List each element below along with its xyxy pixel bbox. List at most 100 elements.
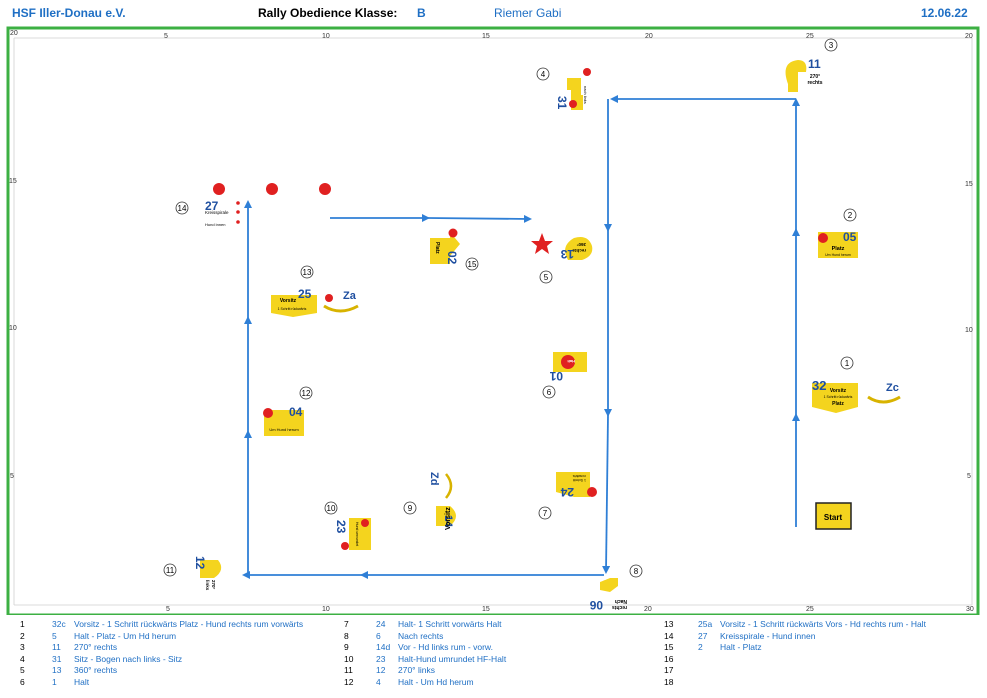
legend-code: 4 <box>376 676 381 687</box>
tick-top-3: 15 <box>482 33 490 40</box>
station-12-text: Um Hund herum <box>269 427 299 432</box>
step-2-label: 2 <box>848 211 853 220</box>
station-sign-27[interactable]: 27 Kreisspirale Hund innen <box>205 199 240 227</box>
legend-code: 2 <box>698 642 703 652</box>
legend-step: 10 <box>344 653 354 664</box>
tick-bottom-4: 25 <box>806 606 814 613</box>
station-4-text: nach links <box>583 86 588 104</box>
legend-description: Halt-Hund umrundet HF-Halt <box>398 653 507 664</box>
station-7-text: 1 Schritt <box>573 478 586 482</box>
legend-description: Kreisspirale - Hund innen <box>720 630 816 641</box>
station-1-sub: Zc <box>886 382 899 394</box>
station-sign-23[interactable]: 23 Hund umrundet <box>334 518 371 550</box>
legend-description: Halt - Platz <box>720 642 762 652</box>
legend-description: Vor - Hd links rum - vorw. <box>398 642 493 652</box>
station-sign-14[interactable]: 14 Vorsitz Zd <box>428 472 456 530</box>
station-sign-01[interactable]: Halt 01 <box>549 352 587 383</box>
cone <box>213 183 225 195</box>
legend-code: 24 <box>376 619 386 629</box>
station-sign-13[interactable]: 13 360° rechts <box>531 233 593 261</box>
station-sign-05[interactable]: 05 Platz Um Hund herum <box>818 230 858 258</box>
station-1-text-3: Platz <box>832 401 844 407</box>
step-6-label: 6 <box>547 388 552 397</box>
tick-right-1: 15 <box>965 181 973 188</box>
station-14-text-2: Hund innen <box>205 222 225 227</box>
step-marker-7: 7 <box>538 506 552 520</box>
legend-step: 18 <box>664 676 674 687</box>
start-sign[interactable]: Start <box>815 502 852 530</box>
legend-step: 16 <box>664 653 674 664</box>
step-7-label: 7 <box>543 509 548 518</box>
station-15-number: 02 <box>445 251 459 265</box>
legend-code: 27 <box>698 630 708 641</box>
tick-bottom-5: 30 <box>966 606 974 613</box>
legend-code: 11 <box>52 642 61 652</box>
course-map: 20 5 10 15 20 25 5 10 15 20 25 30 15 10 … <box>6 26 980 615</box>
legend-code: 31 <box>52 653 62 664</box>
tick-bottom-0: 5 <box>166 606 170 613</box>
station-2-number: 05 <box>843 230 857 244</box>
legend-step: 5 <box>20 665 25 675</box>
station-sign-11[interactable]: 11 270° rechts <box>785 57 823 92</box>
station-sign-02[interactable]: 02 Platz <box>430 228 460 265</box>
legend-description: Sitz - Bogen nach links - Sitz <box>74 653 183 664</box>
station-9-number: 14 <box>442 515 454 528</box>
station-5-number: 13 <box>560 247 574 261</box>
station-sign-12[interactable]: 12 270° links <box>193 556 222 591</box>
step-14-label: 14 <box>178 204 187 213</box>
station-13-number: 25 <box>298 287 312 301</box>
station-sign-24[interactable]: 24 1 Schritt vorwärts <box>556 472 597 499</box>
legend-step: 2 <box>20 630 25 641</box>
station-14-text: Kreisspirale <box>205 210 229 215</box>
station-11-text-2: links <box>205 580 210 591</box>
station-1-number: 32 <box>812 378 826 393</box>
station-sign-04[interactable]: 04 Um Hund herum <box>263 405 304 436</box>
legend-step: 6 <box>20 676 25 687</box>
station-5-text-2: rechts <box>572 248 586 253</box>
legend-code: 14d <box>376 642 391 652</box>
legend-step: 12 <box>344 676 354 687</box>
station-7-text-2: vorwärts <box>573 474 586 478</box>
legend-step: 11 <box>344 665 353 675</box>
step-10-label: 10 <box>327 504 336 513</box>
legend-code: 12 <box>376 665 386 675</box>
start-label: Start <box>824 513 843 522</box>
station-11-text: 270° <box>211 580 216 590</box>
station-10-number: 23 <box>334 520 348 534</box>
legend-description: Halt <box>74 676 90 687</box>
station-11-number: 12 <box>193 556 207 570</box>
station-sign-06[interactable]: 06 Nach rechts <box>589 578 627 612</box>
station-sign-31[interactable]: 31 nach links <box>555 68 591 110</box>
cone <box>266 183 278 195</box>
station-13-sub: Za <box>343 290 357 302</box>
station-1-text-2: 1 Schritt rückwärts <box>824 395 853 399</box>
tick-bottom-2: 15 <box>482 606 490 613</box>
step-marker-5: 5 <box>539 270 553 284</box>
station-3-number: 11 <box>808 57 821 71</box>
step-marker-15: 15 <box>465 257 479 271</box>
step-12-label: 12 <box>302 389 311 398</box>
legend-description: Vorsitz - 1 Schritt rückwärts Vors - Hd … <box>720 619 926 629</box>
station-9-text: Vorsitz <box>445 507 452 530</box>
step-marker-1: 1 <box>840 356 854 370</box>
judge-name: Riemer Gabi <box>494 6 562 20</box>
legend-step: 1 <box>20 619 25 629</box>
station-4-number: 31 <box>555 96 569 110</box>
station-6-text: Halt <box>567 359 575 364</box>
route-arrows <box>242 95 800 579</box>
tick-bottom-1: 10 <box>322 606 330 613</box>
station-8-text: Nach <box>615 598 627 604</box>
step-15-label: 15 <box>468 260 477 269</box>
station-12-number: 04 <box>289 405 303 419</box>
legend-description: Halt - Platz - Um Hd herum <box>74 630 177 641</box>
tick-top-2: 10 <box>322 33 330 40</box>
step-marker-14: 14 <box>175 201 189 215</box>
station-9-sub: Zd <box>428 472 440 485</box>
tick-left-1: 10 <box>9 325 17 332</box>
station-sign-32[interactable]: 32 Vorsitz 1 Schritt rückwärts Platz Zc <box>812 378 901 413</box>
step-marker-11: 11 <box>163 563 177 577</box>
station-sign-25[interactable]: 25 Vorsitz 1 Schritt rückwärts Za <box>271 287 359 317</box>
legend-description: Nach rechts <box>398 630 444 641</box>
step-marker-3: 3 <box>824 38 838 52</box>
